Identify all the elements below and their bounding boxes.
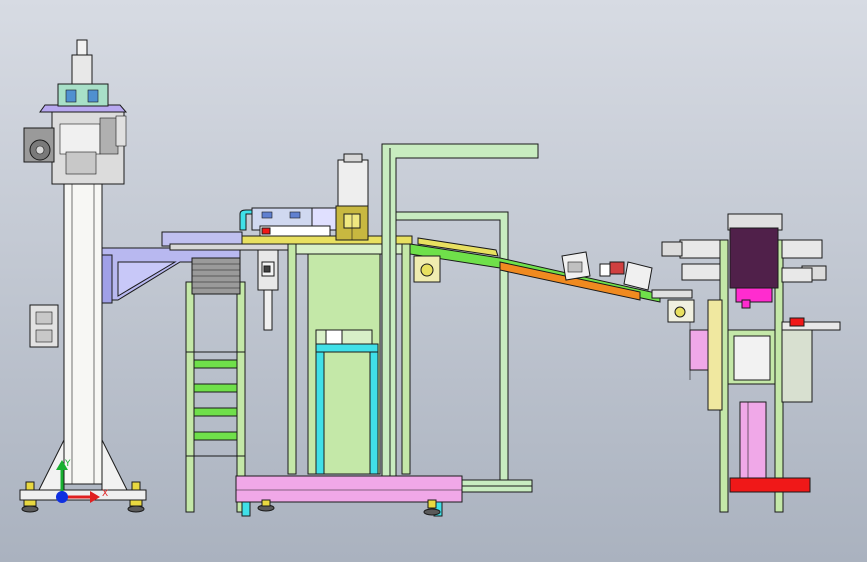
right-station xyxy=(661,213,841,513)
tray-stand xyxy=(185,257,246,513)
vertical-cylinder xyxy=(335,153,369,241)
triad-y-label: Y xyxy=(64,459,71,469)
coordinate-triad: X Y xyxy=(56,459,108,503)
inclined-conveyor xyxy=(409,237,693,303)
hanging-gripper xyxy=(257,249,279,331)
triad-x-label: X xyxy=(102,489,108,499)
main-frame xyxy=(287,243,411,475)
pink-base xyxy=(235,475,463,517)
vertical-column-assembly xyxy=(19,39,147,513)
